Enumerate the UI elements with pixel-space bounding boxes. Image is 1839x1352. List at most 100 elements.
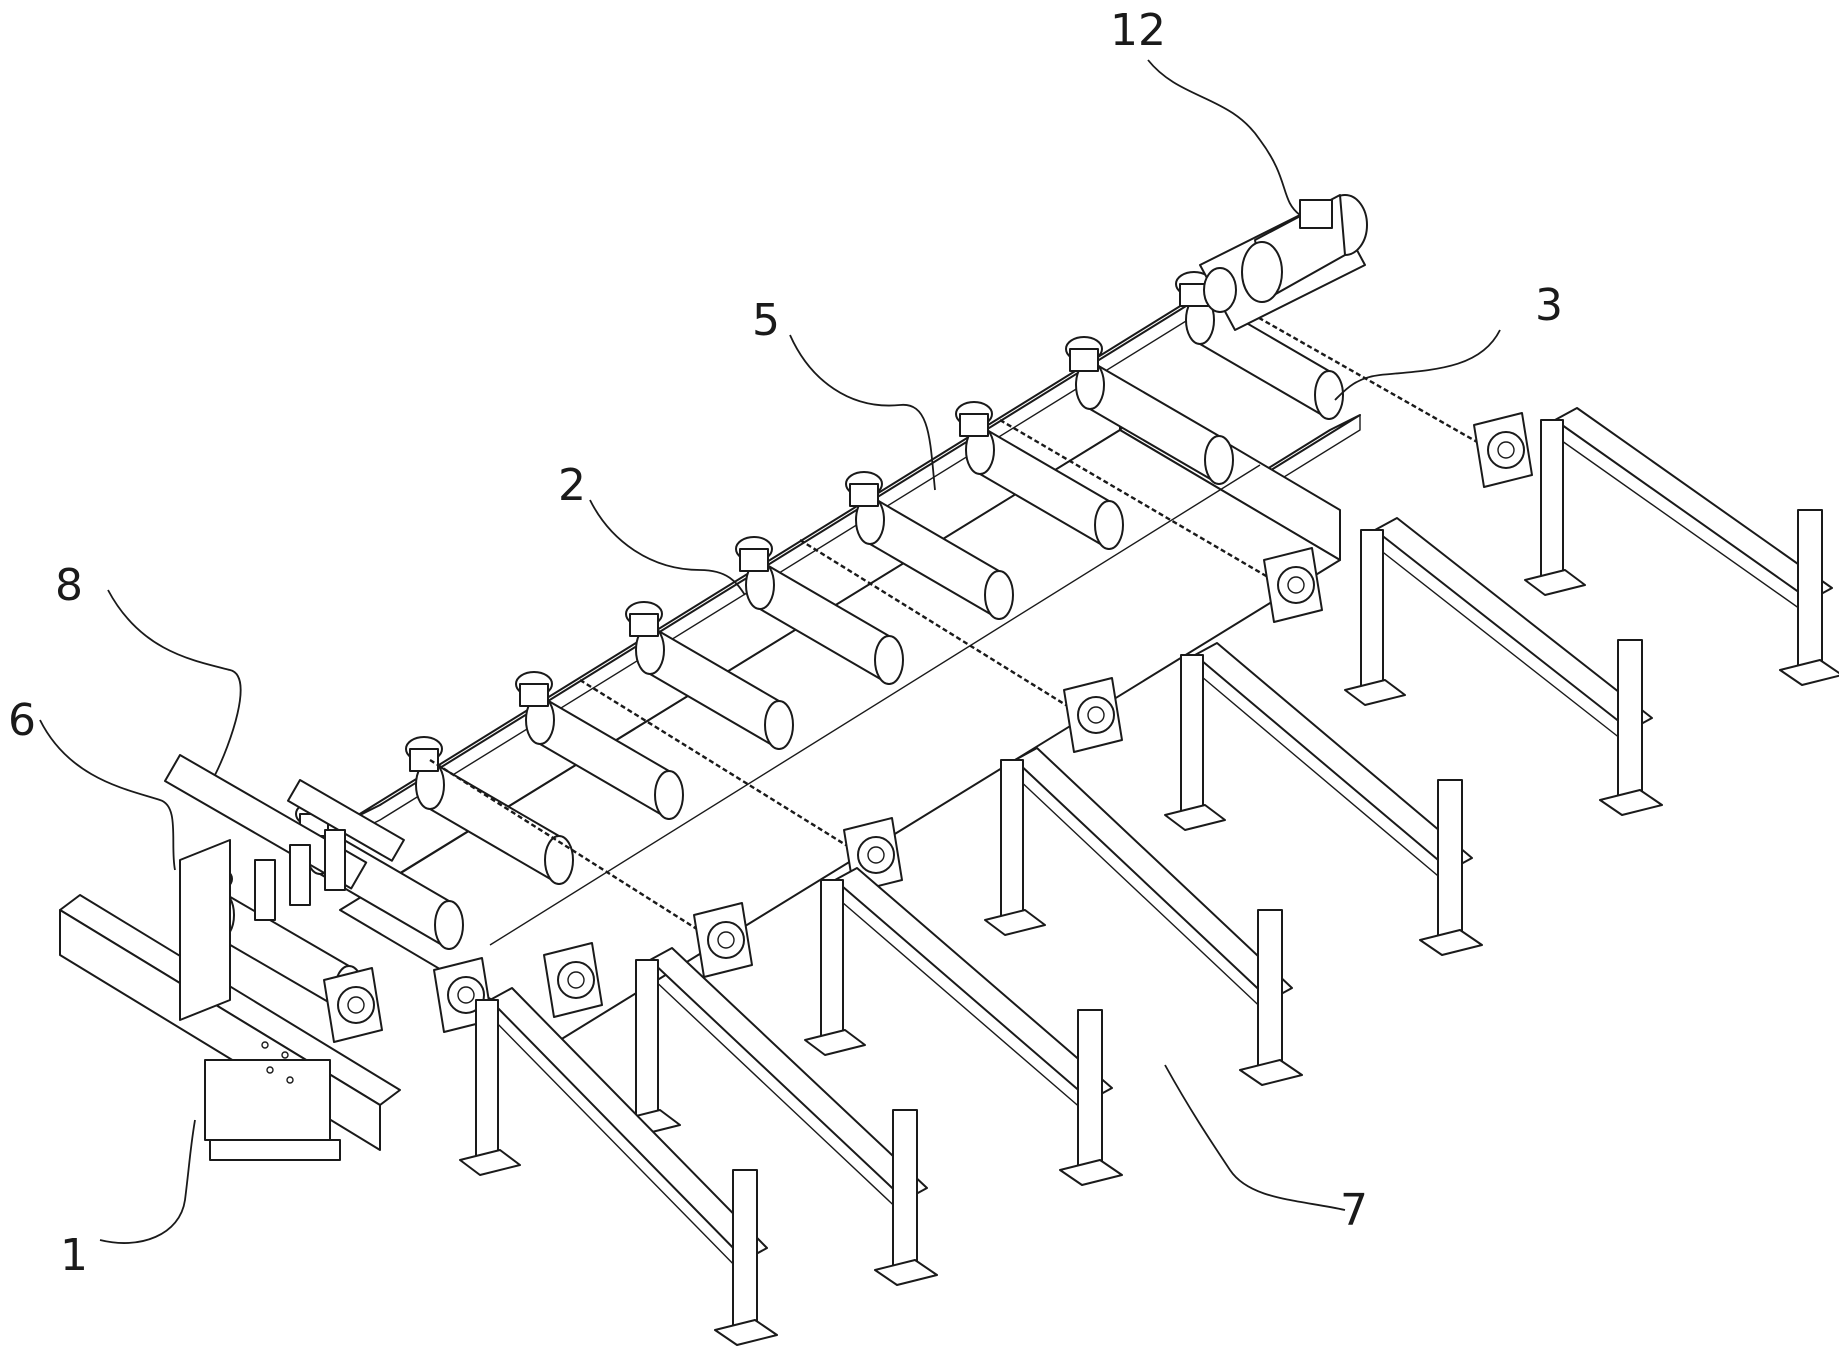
roller-end-right [764,700,794,750]
roller-cap-body [629,613,659,637]
sprocket-8 [323,967,383,1043]
front-post [892,1109,918,1271]
arm-beam [1374,517,1653,731]
roller-cap-body [959,413,989,437]
rear-post-foot [1164,804,1226,831]
leader-8 [107,589,242,776]
arm-beam [1194,642,1473,871]
roller-cap-body [1069,348,1099,372]
sprocket-hub [457,986,475,1004]
label-3: 3 [1535,280,1563,331]
label-6: 6 [8,695,36,746]
front-post [1617,639,1643,801]
front-post-foot [714,1319,778,1346]
sprocket-wheel [1277,566,1315,604]
chain-segment-3 [799,538,1091,722]
sprocket-hub [1287,576,1305,594]
arm-beam-edge [834,895,1091,1117]
discharge-arm-1 [1524,407,1839,686]
roller-end-right [984,570,1014,620]
leader-3 [1334,329,1501,401]
front-post-foot [874,1259,938,1286]
chain-segment-5 [429,758,731,952]
arm-beam [649,947,928,1201]
sprocket-hub [1087,706,1105,724]
coupling [1203,267,1237,313]
sprocket-hub [867,846,885,864]
roller-end-right [1094,500,1124,550]
sprocket-wheel [1077,696,1115,734]
front-post-foot [1059,1159,1123,1186]
front-post [1257,909,1283,1071]
loading-end-assembly [59,754,405,1161]
front-post-foot [1779,659,1839,686]
roller-cap-body [409,748,439,772]
arm-beam-edge [1374,545,1631,747]
arm-beam [1014,747,1293,1001]
sprocket-wheel [557,961,595,999]
front-post [1437,779,1463,941]
rear-post [820,879,844,1041]
drive-motor-assembly [1199,194,1368,331]
arm-beam [1554,407,1833,601]
discharge-arm-group [459,407,1839,1346]
sprocket-3 [1063,677,1123,753]
roller-end-right [1314,370,1344,420]
sprocket-hub [347,996,365,1014]
discharge-arm-2 [1344,517,1663,816]
leader-12 [1147,59,1301,216]
roller-cap-body [519,683,549,707]
rear-post [475,999,499,1161]
roller-end-right [544,835,574,885]
roller-cap-body [849,483,879,507]
rear-post [1180,654,1204,816]
roller-end-right [434,900,464,950]
front-post [1797,509,1823,671]
label-12: 12 [1110,5,1166,56]
leader-5 [789,334,936,491]
roller-end-right [654,770,684,820]
sprocket-1 [1473,412,1533,488]
arm-beam [489,987,768,1261]
rear-post [1540,419,1564,581]
discharge-arm-6 [619,947,938,1286]
pusher-bracket [179,839,231,1021]
sprocket-hub [1497,441,1515,459]
roller-end-right [874,635,904,685]
chain-segment-4 [579,678,871,862]
rear-post-foot [1344,679,1406,706]
roller-cap-body [739,548,769,572]
rear-post [635,959,659,1121]
stop-post-1 [254,859,276,921]
sprocket-wheel [1487,431,1525,469]
leader-7 [1164,1064,1346,1211]
stop-post-2 [289,844,311,906]
stop-post-3 [324,829,346,891]
rear-post [1360,529,1384,691]
roller-8 [405,736,574,885]
reference-numerals: 12 3 5 2 8 6 1 7 [8,5,1563,1281]
discharge-arm-3 [1164,642,1483,956]
label-2: 2 [558,460,586,511]
discharge-arm-4 [984,747,1303,1086]
sprocket-2 [1263,547,1323,623]
leader-1 [99,1119,196,1244]
arm-beam-edge [489,1015,746,1277]
label-8: 8 [55,560,83,611]
roller-5 [735,536,904,685]
front-post-foot [1599,789,1663,816]
drive-chain [429,288,1501,952]
leader-2 [589,499,746,596]
roller-6 [625,601,794,750]
gearbox-flange [1241,241,1283,303]
arm-beam-edge [1554,435,1811,617]
arm-beam [834,867,1113,1101]
rear-post [1000,759,1024,921]
leader-lines [39,59,1501,1244]
arm-beam-edge [649,975,906,1217]
front-post-foot [1419,929,1483,956]
roller-2 [1065,336,1234,485]
sprocket-hub [567,971,585,989]
